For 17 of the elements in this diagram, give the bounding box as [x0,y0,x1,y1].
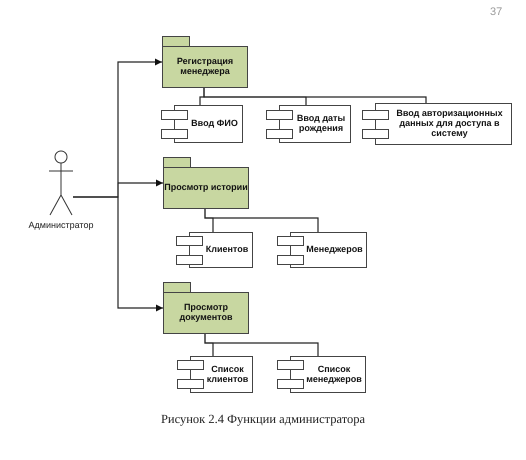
actor-label: Администратор [28,220,94,230]
package-label: Просмотр документов [178,303,234,323]
component-label: Список клиентов [206,364,250,384]
page-number: 37 [490,6,502,18]
package-label: Регистрация менеджера [176,57,234,77]
connector-line [204,334,319,356]
connector-line [203,88,427,103]
figure-caption: Рисунок 2.4 Функции администратора [160,412,366,427]
connector-line [204,209,319,232]
arrow [73,196,163,312]
component-label: Ввод даты рождения [296,114,346,134]
component-label: Ввод авторизационных данных для доступа в систему [395,109,504,139]
component-label: Ввод ФИО [191,119,238,129]
component-label: Список менеджеров [305,364,363,384]
component-label: Клиентов [206,245,248,255]
component-label: Менеджеров [306,245,363,255]
package-label: Просмотр истории [164,183,248,193]
